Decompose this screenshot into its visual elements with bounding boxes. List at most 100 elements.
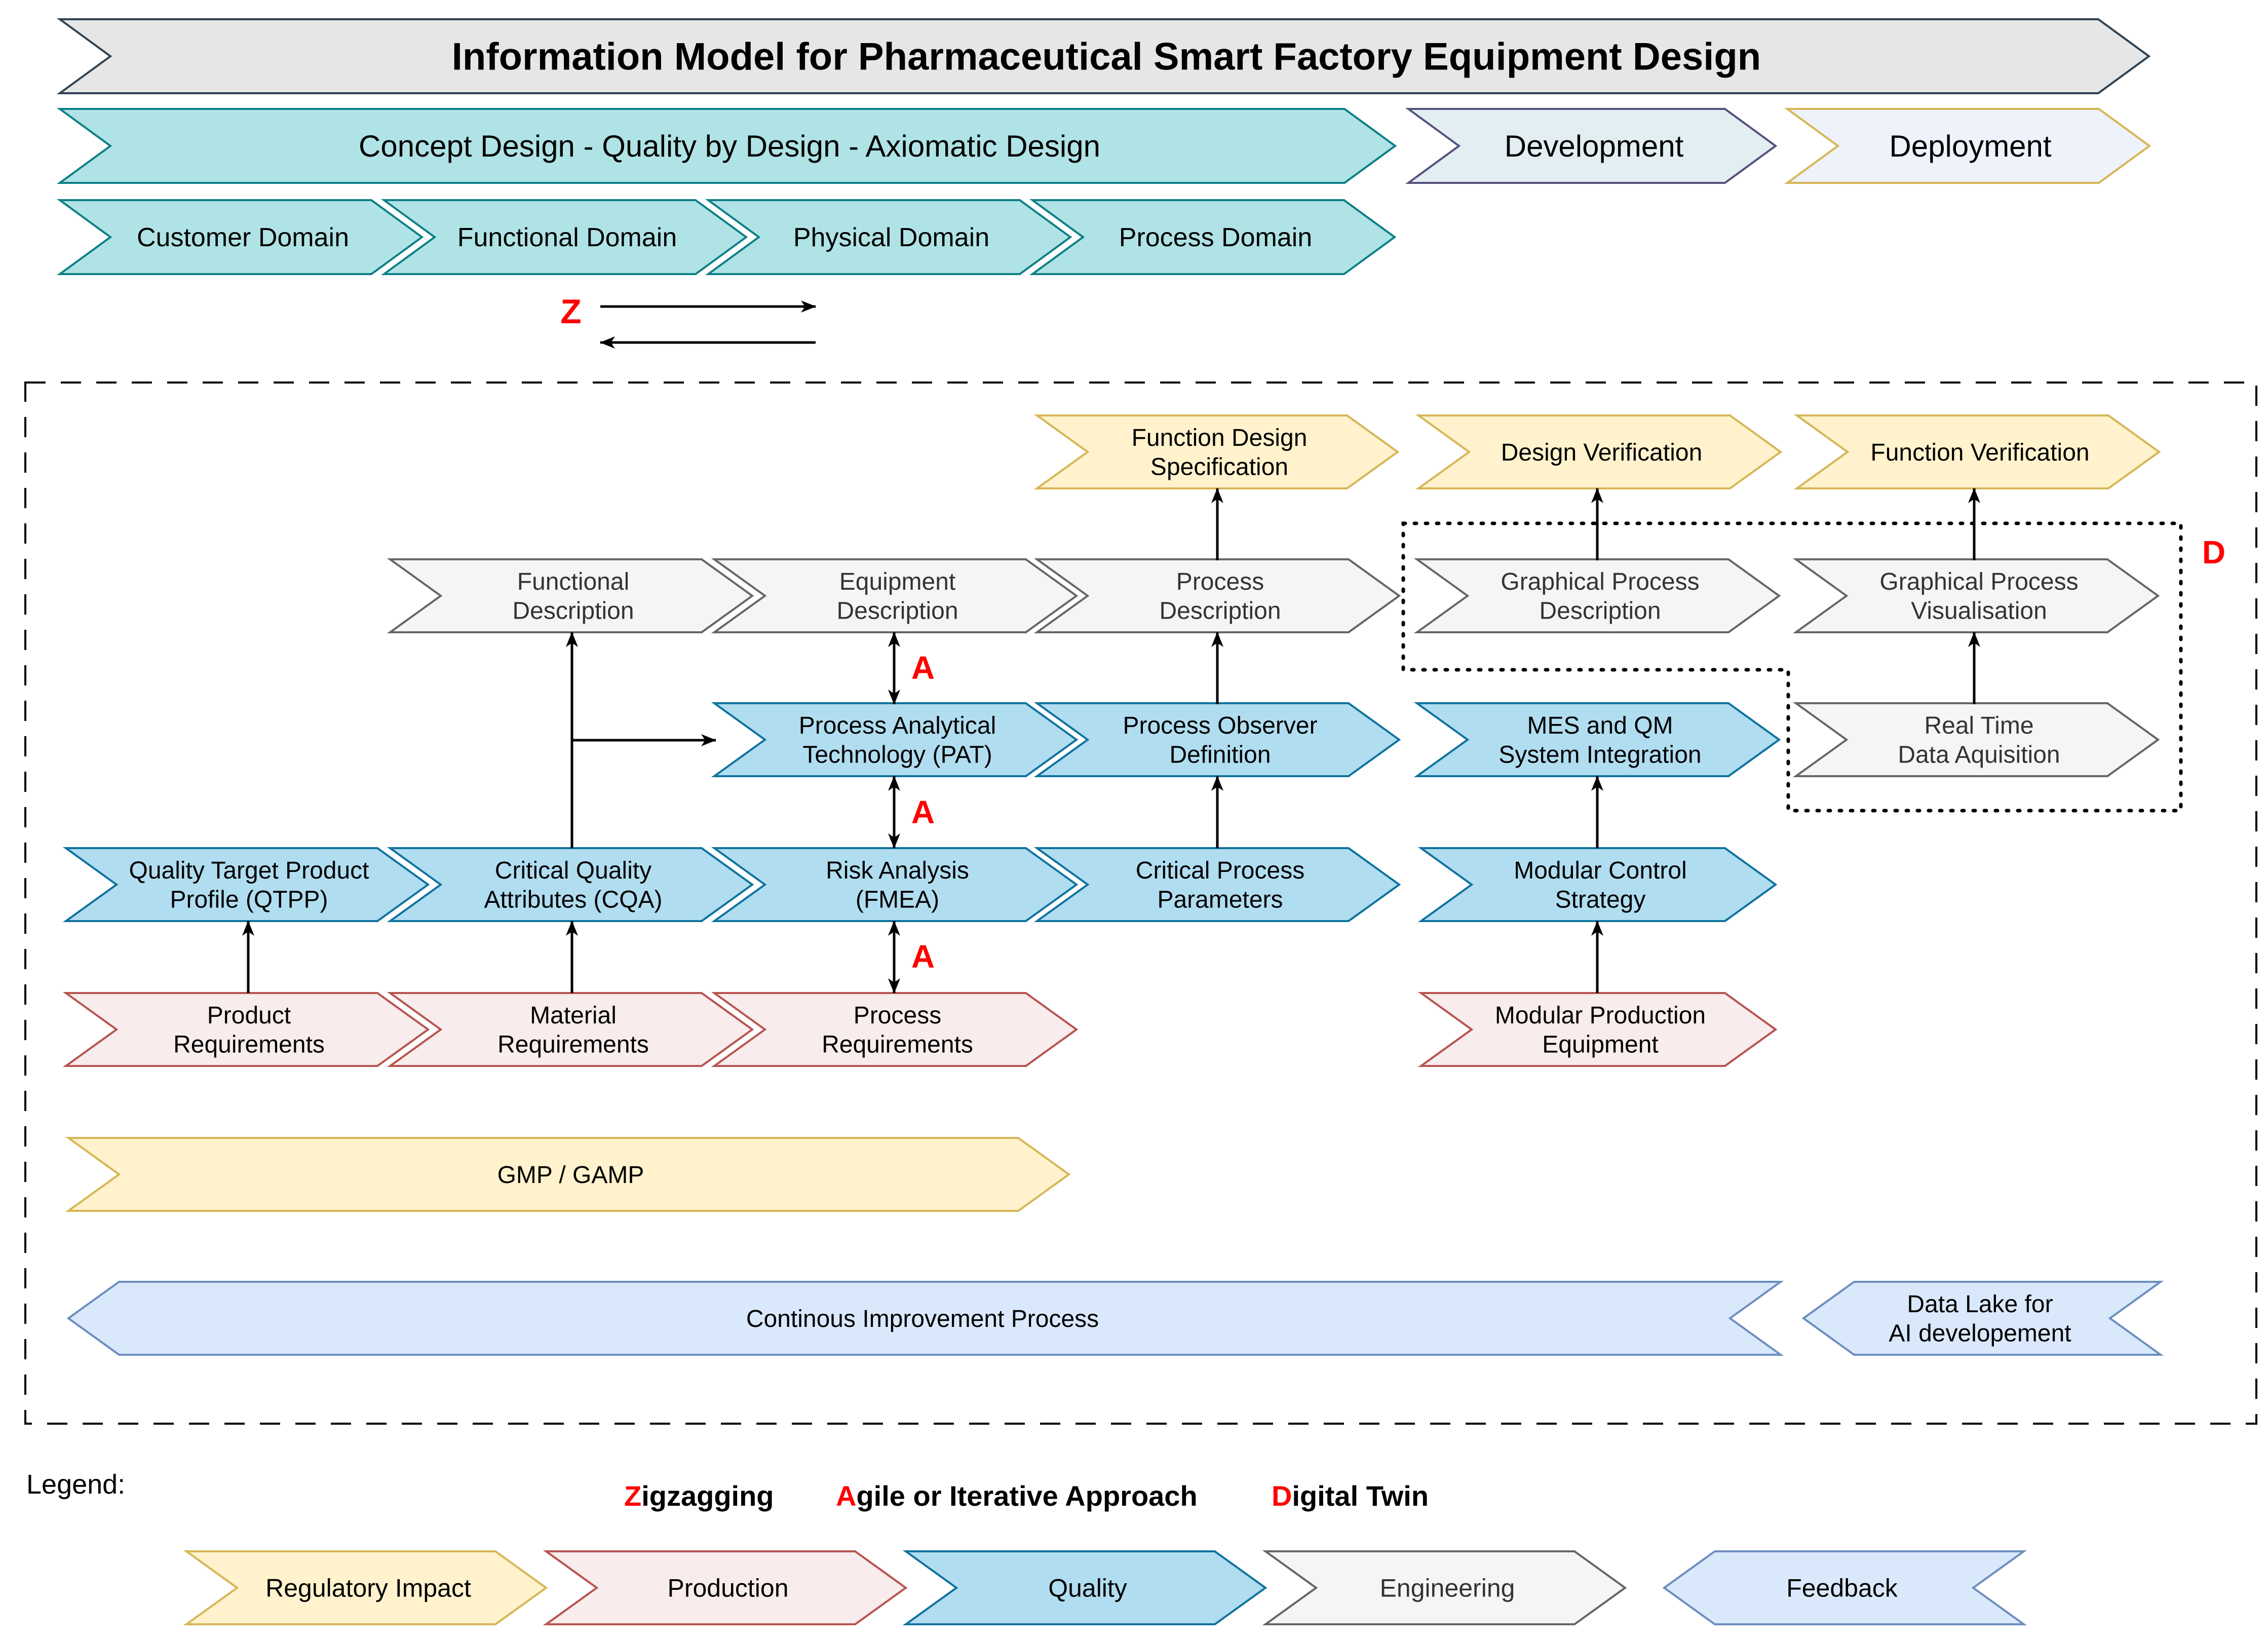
node-qtpp-shape [62, 847, 430, 922]
node-gmp-gamp-shape [65, 1137, 1071, 1212]
legend-feedback-shape [1662, 1550, 2027, 1625]
legend-regulatory-impact-shape [183, 1550, 548, 1625]
phase-concept-design-shape [56, 108, 1397, 184]
node-fmea-label: Risk Analysis(FMEA) [826, 857, 969, 913]
domain-functional-label: Functional Domain [457, 223, 677, 252]
domain-functional-shape [380, 199, 748, 275]
node-pat-shape [711, 702, 1079, 777]
legend-feedback: Feedback [1662, 1550, 2027, 1625]
legend-engineering-shape [1262, 1550, 1627, 1625]
domain-customer-label: Customer Domain [137, 223, 349, 252]
node-continuous-improvement-shape [66, 1281, 1784, 1356]
model-boundary [24, 382, 2257, 1425]
legend-feedback-label: Feedback [1786, 1574, 1898, 1603]
title-banner-label: Information Model for Pharmaceutical Sma… [452, 35, 1761, 79]
title-banner-shape [56, 18, 2151, 94]
node-continuous-improvement-label: Continous Improvement Process [746, 1306, 1099, 1332]
domain-physical-label: Physical Domain [793, 223, 989, 252]
legend-production: Production [543, 1550, 908, 1625]
node-functional-description-shape [387, 558, 754, 633]
node-process-description-shape [1033, 558, 1401, 633]
domain-physical: Physical Domain [705, 199, 1072, 275]
legend-quality-shape [902, 1550, 1267, 1625]
phase-concept-design-label: Concept Design - Quality by Design - Axi… [359, 129, 1100, 163]
node-design-verification: Design Verification [1415, 414, 1783, 489]
legend-regulatory-impact-label: Regulatory Impact [265, 1574, 471, 1603]
node-mes-qm-shape [1413, 702, 1781, 777]
node-material-requirements-shape [387, 992, 754, 1067]
phase-deployment: Deployment [1784, 108, 2151, 184]
node-data-lake-shape [1801, 1281, 2164, 1356]
domain-process-shape [1029, 199, 1397, 275]
legend-zigzagging: Zigzagging [624, 1480, 774, 1512]
domain-functional: Functional Domain [380, 199, 748, 275]
domain-customer-shape [56, 199, 424, 275]
node-fmea: Risk Analysis(FMEA) [711, 847, 1079, 922]
legend-engineering-label: Engineering [1380, 1574, 1515, 1603]
domain-customer: Customer Domain [56, 199, 424, 275]
legend-quality-label: Quality [1048, 1574, 1127, 1603]
legend-quality: Quality [902, 1550, 1267, 1625]
phase-development-shape [1405, 108, 1778, 184]
node-equipment-description-shape [711, 558, 1079, 633]
domain-physical-shape [705, 199, 1072, 275]
phase-concept-design: Concept Design - Quality by Design - Axi… [56, 108, 1397, 184]
node-design-verification-shape [1415, 414, 1783, 489]
node-graphical-process-description-shape [1413, 558, 1781, 633]
zigzag-marker: Z [560, 292, 582, 331]
node-function-verification-shape [1793, 414, 2161, 489]
node-process-observer-shape [1033, 702, 1401, 777]
legend-digital-twin: Digital Twin [1272, 1480, 1429, 1512]
agile-marker-1: A [911, 650, 935, 686]
node-function-verification-label: Function Verification [1870, 439, 2089, 466]
node-cpp-shape [1033, 847, 1401, 922]
legend-production-shape [543, 1550, 908, 1625]
legend-regulatory-impact: Regulatory Impact [183, 1550, 548, 1625]
domain-process-label: Process Domain [1119, 223, 1312, 252]
node-modular-production-shape [1417, 992, 1778, 1067]
connectors [242, 300, 1980, 994]
agile-marker-2: A [911, 794, 935, 830]
node-graphical-process-visualisation-shape [1792, 558, 2160, 633]
node-function-verification: Function Verification [1793, 414, 2161, 489]
node-cqa-shape [387, 847, 754, 922]
legend-production-label: Production [667, 1574, 788, 1603]
legend-engineering: Engineering [1262, 1550, 1627, 1625]
node-real-time-data-shape [1792, 702, 2160, 777]
node-gmp-gamp-label: GMP / GAMP [497, 1162, 644, 1189]
